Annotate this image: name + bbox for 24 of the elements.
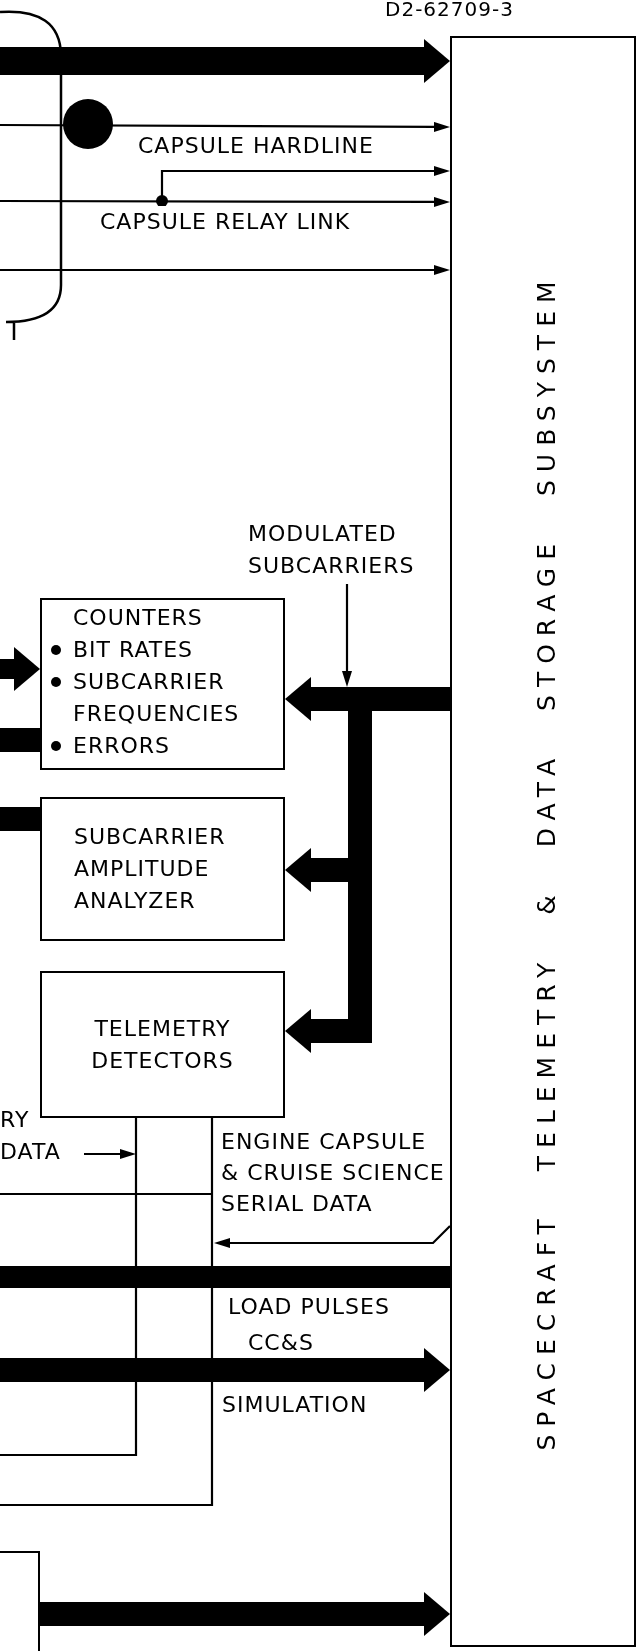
thick-arrow — [0, 1348, 450, 1392]
list-item: BIT RATES — [73, 636, 195, 664]
list-item: ERRORS — [73, 732, 172, 760]
box-heading: COUNTERS — [73, 604, 203, 632]
process-box — [40, 797, 285, 941]
process-box — [40, 598, 285, 770]
thick-arrow — [0, 647, 40, 691]
annotation-text: RY DATA — [0, 1104, 84, 1170]
annotation-text: MODULATED SUBCARRIERS — [248, 518, 440, 584]
box-label: SPACECRAFT TELEMETRY & DATA STORAGE SUBSYSTEM — [531, 273, 562, 1451]
thick-arrow — [0, 39, 450, 83]
process-box — [40, 971, 285, 1118]
box-label: TELEMETRY DETECTORS — [90, 1014, 235, 1075]
signal-arrow — [0, 265, 450, 275]
cutoff-box — [0, 1551, 40, 1651]
leader-arrow — [342, 584, 352, 687]
leader-arrow — [84, 1149, 136, 1159]
box-label: SUBCARRIER AMPLITUDE ANALYZER — [74, 823, 227, 915]
list-item: SUBCARRIER FREQUENCIES — [73, 668, 241, 728]
signal-arrow — [214, 1225, 451, 1248]
signal-arrow — [0, 196, 450, 207]
signal-arrow — [0, 121, 450, 132]
subsystem-box — [450, 36, 636, 1647]
thick-arrow — [40, 1592, 450, 1636]
